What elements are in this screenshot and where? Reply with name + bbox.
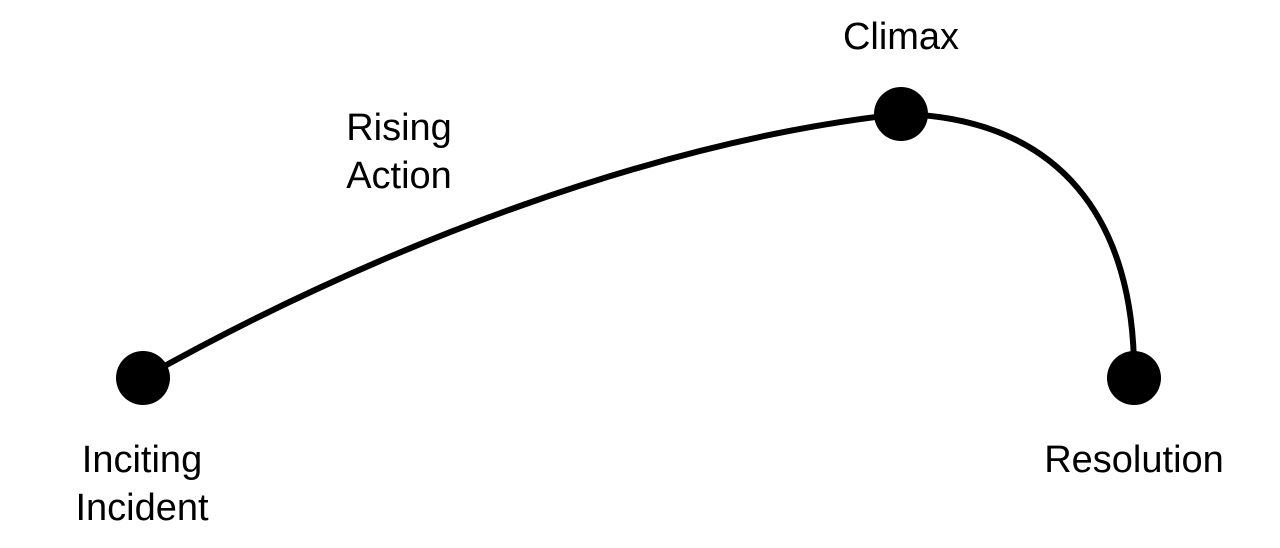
inciting-incident-label-line-1: Inciting [81, 439, 203, 481]
climax-label-line: Climax [842, 16, 960, 58]
climax-label: Climax [801, 13, 1001, 61]
inciting-incident-label-line-2: Incident [75, 487, 209, 529]
rising-action-label-line-2: Action [346, 155, 452, 197]
climax-node [874, 87, 928, 141]
resolution-label: Resolution [1009, 436, 1259, 484]
rising-action-curve [140, 111, 904, 381]
rising-action-label: Rising Action [299, 104, 499, 200]
rising-action-label-line-1: Rising [346, 107, 452, 149]
falling-action-curve [898, 111, 1138, 381]
inciting-incident-node [116, 351, 170, 405]
resolution-label-line: Resolution [1044, 439, 1224, 481]
inciting-incident-label: Inciting Incident [42, 436, 242, 532]
resolution-node [1107, 351, 1161, 405]
